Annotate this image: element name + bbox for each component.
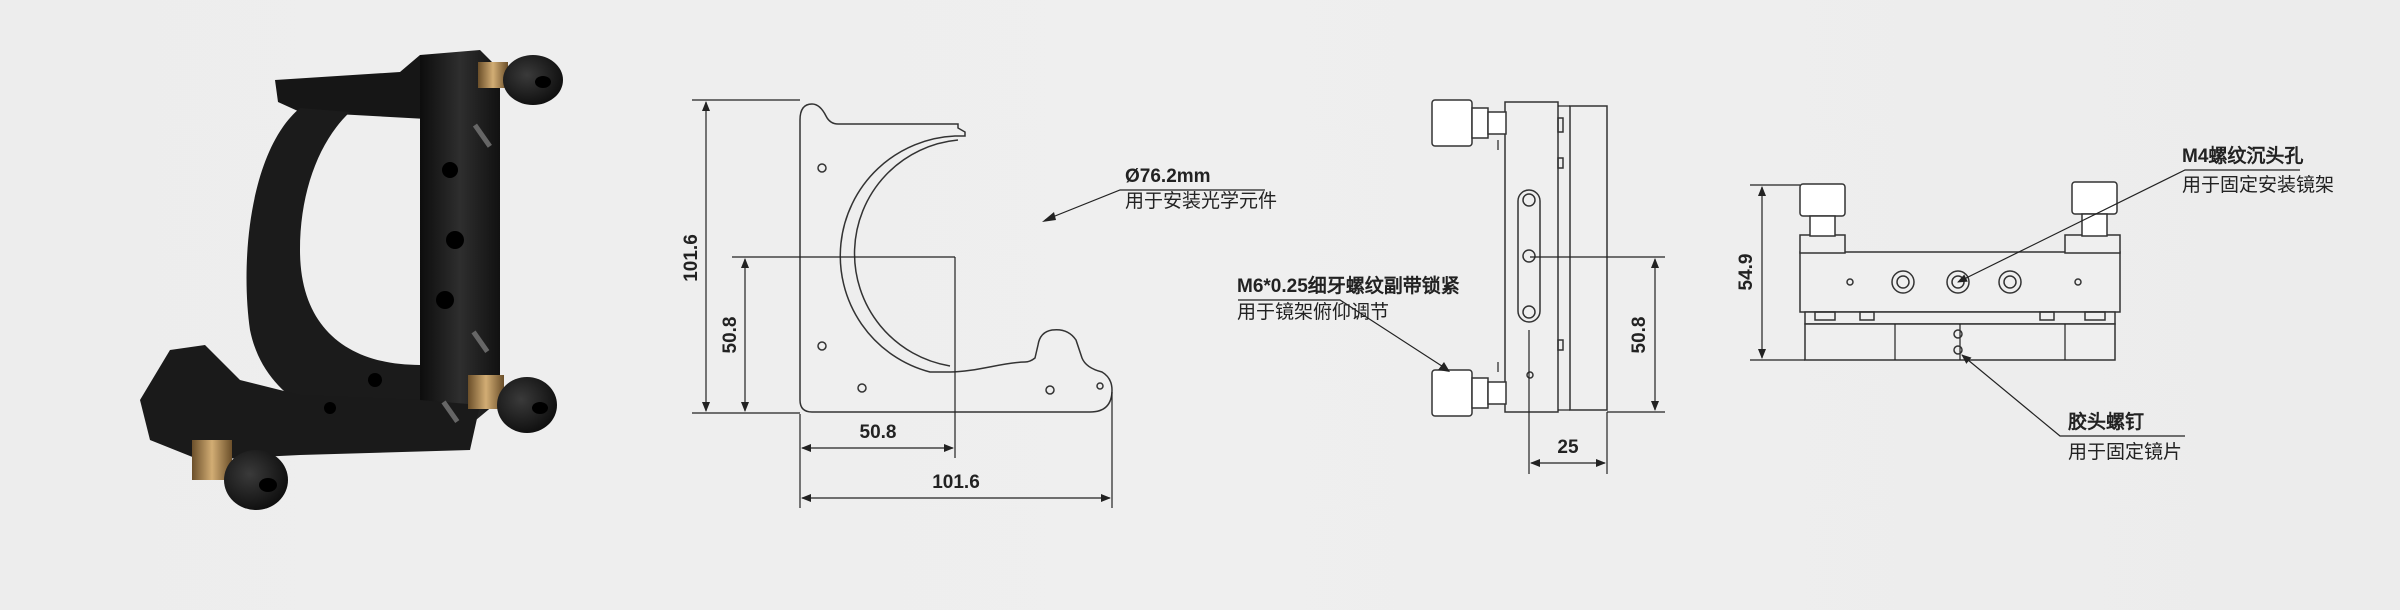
- aperture-callout: Ø76.2mm: [1125, 166, 1211, 187]
- counterbore-callout: M4螺纹沉头孔: [2182, 144, 2303, 167]
- side-view-knob-bottom: [1431, 362, 1507, 417]
- mount-base: [140, 345, 480, 460]
- dim-bottom-height: 54.9: [1736, 254, 1757, 291]
- bottom-view-knob-right: [2071, 181, 2118, 237]
- adjuster-knob-top: [478, 55, 563, 105]
- dim-front-width-center: 50.8: [860, 422, 897, 443]
- dim-side-center-height: 50.8: [1629, 317, 1650, 354]
- bottom-view-body: [1799, 251, 2121, 313]
- screw-callout: 胶头螺钉: [2068, 410, 2144, 433]
- dim-front-width-full: 101.6: [932, 472, 980, 493]
- adjuster-note: 用于镜架俯仰调节: [1237, 301, 1389, 323]
- mount-hole: [446, 231, 464, 249]
- screw-note: 用于固定镜片: [2068, 441, 2182, 463]
- mount-hole: [436, 291, 454, 309]
- mount-hole: [324, 402, 336, 414]
- front-view-drawing: 101.6 50.8 50.8 101.6 Ø76.2mm 用于安装光学元件: [681, 99, 1277, 508]
- adjuster-knob-right: [468, 375, 557, 433]
- bottom-view-drawing: 54.9 M4螺纹沉头孔 用于固定安装镜架 胶头螺钉 用于固定镜片: [1736, 144, 2334, 463]
- front-view-outline: [799, 103, 1113, 413]
- product-render: [140, 50, 563, 510]
- bottom-view-knob-left: [1799, 183, 1846, 237]
- counterbore-note: 用于固定安装镜架: [2182, 174, 2334, 196]
- mount-hole: [368, 373, 382, 387]
- aperture-note: 用于安装光学元件: [1125, 190, 1277, 212]
- side-view-knob-top: [1431, 99, 1507, 150]
- dim-front-height-center: 50.8: [720, 317, 741, 354]
- mount-top-arm: [275, 55, 445, 120]
- mount-hole: [442, 162, 458, 178]
- dim-front-height-full: 101.6: [681, 234, 702, 282]
- dim-side-depth: 25: [1557, 437, 1579, 458]
- mount-arc-body: [246, 108, 420, 420]
- adjuster-knob-front: [192, 440, 288, 510]
- adjuster-callout: M6*0.25细牙螺纹副带锁紧: [1237, 274, 1460, 297]
- side-view-drawing: M6*0.25细牙螺纹副带锁紧 用于镜架俯仰调节 50.8 25: [1237, 99, 1665, 474]
